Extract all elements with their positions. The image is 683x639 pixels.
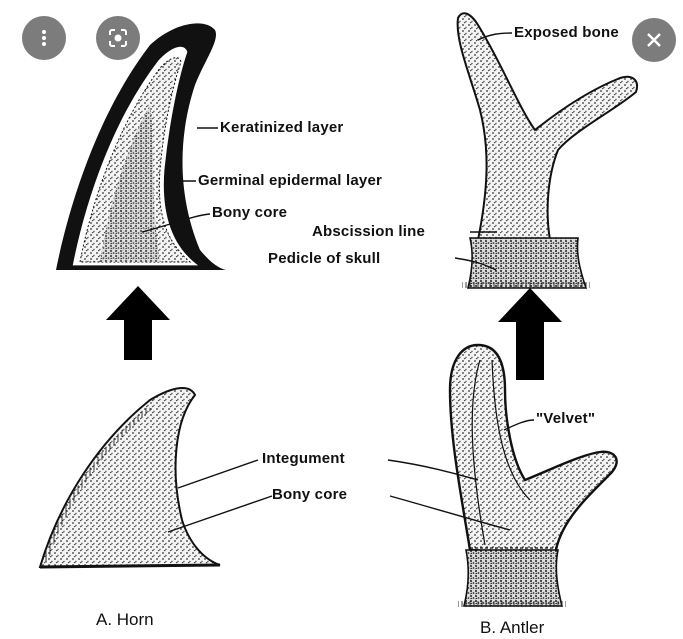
label-pedicle-of-skull: Pedicle of skull [268, 250, 380, 267]
close-button[interactable] [632, 18, 676, 62]
horn-integument-leaders [168, 460, 272, 532]
more-options-button[interactable] [22, 16, 66, 60]
visual-search-button[interactable] [96, 16, 140, 60]
antler-velvet-drawing [450, 345, 617, 606]
label-horn-bony-core-bottom: Bony core [272, 486, 347, 503]
caption-horn: A. Horn [96, 610, 154, 630]
visual-search-icon [107, 27, 129, 49]
label-keratinized-layer: Keratinized layer [220, 119, 343, 136]
horn-integument-outline [40, 388, 220, 567]
horn-keratinized-drawing [56, 23, 226, 270]
caption-antler: B. Antler [480, 618, 544, 638]
velvet-pedicle [464, 550, 562, 606]
label-integument: Integument [262, 450, 345, 467]
antler-exposed-drawing [458, 13, 637, 288]
label-abscission-line: Abscission line [312, 223, 425, 240]
pedicle-of-skull [468, 238, 586, 288]
label-velvet: "Velvet" [536, 410, 595, 427]
label-horn-bony-core-top: Bony core [212, 204, 287, 221]
horn-integument-drawing [40, 388, 220, 567]
up-arrow-left-icon [106, 286, 170, 360]
label-exposed-bone: Exposed bone [514, 24, 619, 41]
antler-exposed-bone [458, 13, 637, 240]
close-icon [645, 31, 663, 49]
up-arrow-right-icon [498, 288, 562, 380]
more-vertical-icon [34, 28, 54, 48]
label-germinal-epidermal-layer: Germinal epidermal layer [198, 172, 382, 189]
